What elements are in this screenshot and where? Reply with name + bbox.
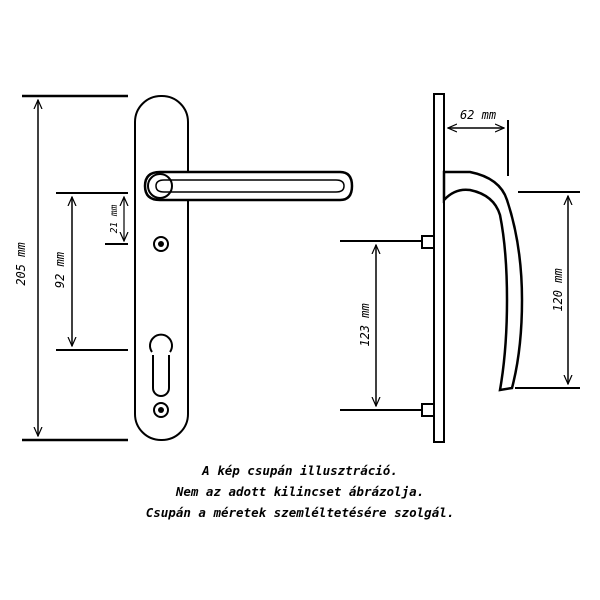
screw-spacing-label: 123 mm bbox=[358, 303, 372, 346]
cylinder-keyhole bbox=[152, 355, 170, 397]
lever-handle bbox=[143, 170, 354, 202]
upper-screw bbox=[153, 236, 169, 252]
lever-to-spindle-label: 21 mm bbox=[109, 204, 120, 233]
caption-line-3: Csupán a méretek szemléltetésére szolgál… bbox=[145, 505, 455, 520]
projection-label: 62 mm bbox=[460, 108, 496, 122]
lower-screw-stub bbox=[421, 403, 435, 417]
lower-screw bbox=[153, 402, 169, 418]
front-view: 205 mm 92 mm 21 mm bbox=[14, 94, 354, 442]
overall-height-label: 205 mm bbox=[14, 242, 28, 285]
side-backplate bbox=[433, 93, 445, 443]
handle-profile bbox=[442, 170, 524, 392]
caption-line-2: Nem az adott kilincset ábrázolja. bbox=[175, 484, 425, 499]
disclaimer-caption: A kép csupán illusztráció. Nem az adott … bbox=[0, 460, 600, 523]
backplate bbox=[134, 95, 189, 441]
caption-line-1: A kép csupán illusztráció. bbox=[202, 463, 398, 478]
handle-length-label: 120 mm bbox=[551, 268, 565, 311]
side-view: 62 mm 123 mm 120 mm bbox=[340, 93, 580, 443]
upper-screw-stub bbox=[421, 235, 435, 249]
lever-to-keyhole-label: 92 mm bbox=[53, 252, 67, 288]
lever-rose bbox=[147, 173, 173, 199]
